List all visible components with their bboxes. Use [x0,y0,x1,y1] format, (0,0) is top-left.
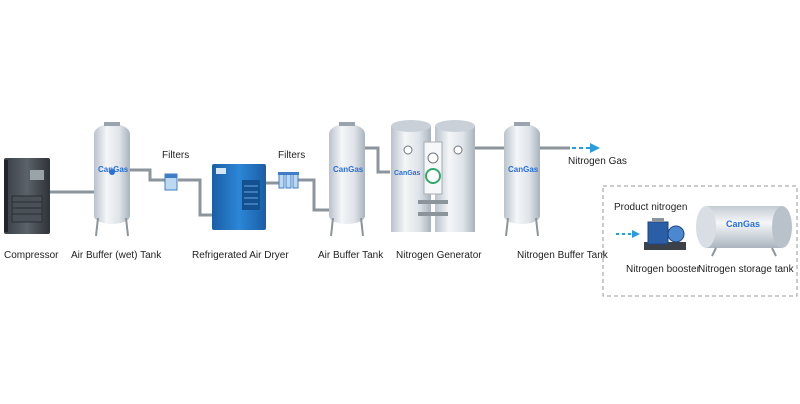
label-product-nitrogen: Product nitrogen [614,202,688,213]
pipe-filters-to-dryer [178,178,212,217]
label-refrigerated-air-dryer: Refrigerated Air Dryer [192,250,289,261]
label-nitrogen-gas: Nitrogen Gas [568,156,627,167]
pipe-air-tank-to-generator [365,146,390,174]
logo-wet-tank: CanGas [98,165,129,174]
pipe-wet-tank-to-filters [130,168,165,182]
label-compressor: Compressor [4,250,59,261]
label-filters-2: Filters [278,150,306,161]
logo-generator: CanGas [394,170,421,177]
label-air-buffer-tank: Air Buffer Tank [318,250,384,261]
air-buffer-wet-tank [94,122,130,237]
label-nitrogen-booster: Nitrogen booster [626,264,700,275]
logo-air-tank: CanGas [333,165,364,174]
nitrogen-booster [644,218,686,250]
air-buffer-tank [329,122,365,237]
label-air-buffer-wet-tank: Air Buffer (wet) Tank [71,250,162,261]
nitrogen-storage-tank [696,206,792,257]
label-filters-1: Filters [162,150,190,161]
refrigerated-air-dryer [212,164,266,230]
nitrogen-generator [391,120,475,232]
label-nitrogen-buffer-tank: Nitrogen Buffer Tank [517,250,608,261]
logo-storage-tank: CanGas [726,219,761,229]
label-nitrogen-generator: Nitrogen Generator [396,250,482,261]
nitrogen-gas-arrow [572,143,600,153]
filter-set-2 [278,172,299,189]
pipe-filters-to-air-tank [298,178,330,212]
label-nitrogen-storage-tank: Nitrogen storage tank [698,264,794,275]
product-nitrogen-arrow [616,230,640,238]
filter-set-1 [164,173,178,191]
product-section-box [602,185,798,297]
nitrogen-buffer-tank [504,122,540,237]
compressor-unit [4,158,50,234]
logo-n2-tank: CanGas [508,165,539,174]
pipes [50,146,570,217]
